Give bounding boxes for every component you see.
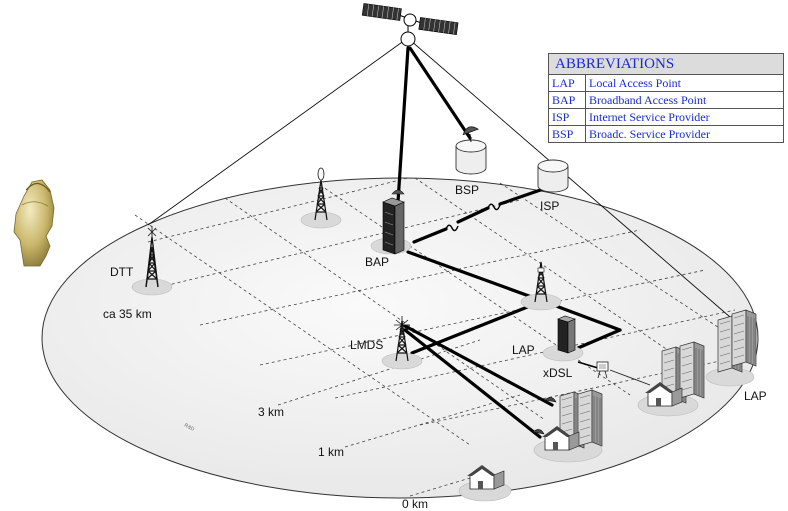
dtt-tower — [145, 226, 159, 288]
crest-emblem — [13, 179, 55, 267]
abbreviation-code: ISP — [548, 108, 586, 126]
abbreviation-row: BAP Broadband Access Point — [548, 91, 784, 109]
label-rd: R&D — [183, 422, 195, 432]
xdsl-terminal-icon — [596, 361, 609, 379]
abbreviation-row: LAP Local Access Point — [548, 74, 784, 92]
isp-station — [537, 159, 569, 193]
abbreviation-code: BAP — [548, 91, 586, 109]
abbreviation-code: LAP — [548, 74, 586, 92]
label-ca-35-km: ca 35 km — [103, 307, 152, 321]
label-3-km: 3 km — [258, 405, 284, 419]
abbreviation-meaning: Internet Service Provider — [585, 108, 784, 126]
lap-tower-icon — [534, 261, 548, 303]
abbreviation-meaning: Local Access Point — [585, 74, 784, 92]
bap-building — [382, 189, 405, 255]
abbreviation-code: BSP — [548, 125, 586, 143]
label-isp: ISP — [540, 199, 559, 213]
backbone-links — [396, 46, 622, 439]
dish-icon — [391, 189, 405, 195]
label-lap-right: LAP — [744, 389, 767, 403]
abbreviations-table: ABBREVIATIONS LAP Local Access Point BAP… — [548, 53, 784, 143]
xdsl-link — [577, 361, 599, 369]
label-bap: BAP — [365, 255, 389, 269]
satellite-footprint — [147, 39, 746, 331]
abbreviation-row: ISP Internet Service Provider — [548, 108, 784, 126]
tower-icon — [314, 167, 328, 221]
xdsl-line — [609, 369, 651, 386]
label-xdsl: xDSL — [543, 366, 573, 380]
bsp-station — [455, 126, 487, 175]
label-lmds: LMDS — [350, 338, 383, 352]
label-1-km: 1 km — [318, 445, 344, 459]
lap-cabinet — [557, 315, 576, 354]
abbreviation-meaning: Broadband Access Point — [585, 91, 784, 109]
satellite-icon — [361, 3, 459, 47]
lmds-tower — [394, 316, 410, 362]
dish-icon — [532, 397, 557, 435]
abbreviations-header-row: ABBREVIATIONS — [548, 53, 784, 75]
abbreviations-title: ABBREVIATIONS — [548, 53, 784, 75]
label-dtt: DTT — [110, 265, 134, 279]
abbreviation-meaning: Broadc. Service Provider — [585, 125, 784, 143]
label-lap-center: LAP — [512, 343, 535, 357]
distance-grid — [134, 177, 749, 497]
label-bsp: BSP — [455, 183, 479, 197]
abbreviation-row: BSP Broadc. Service Provider — [548, 125, 784, 143]
label-0-km: 0 km — [402, 497, 428, 511]
building-icon — [717, 309, 757, 373]
link-breaks — [445, 203, 501, 232]
dish-icon — [462, 126, 480, 143]
